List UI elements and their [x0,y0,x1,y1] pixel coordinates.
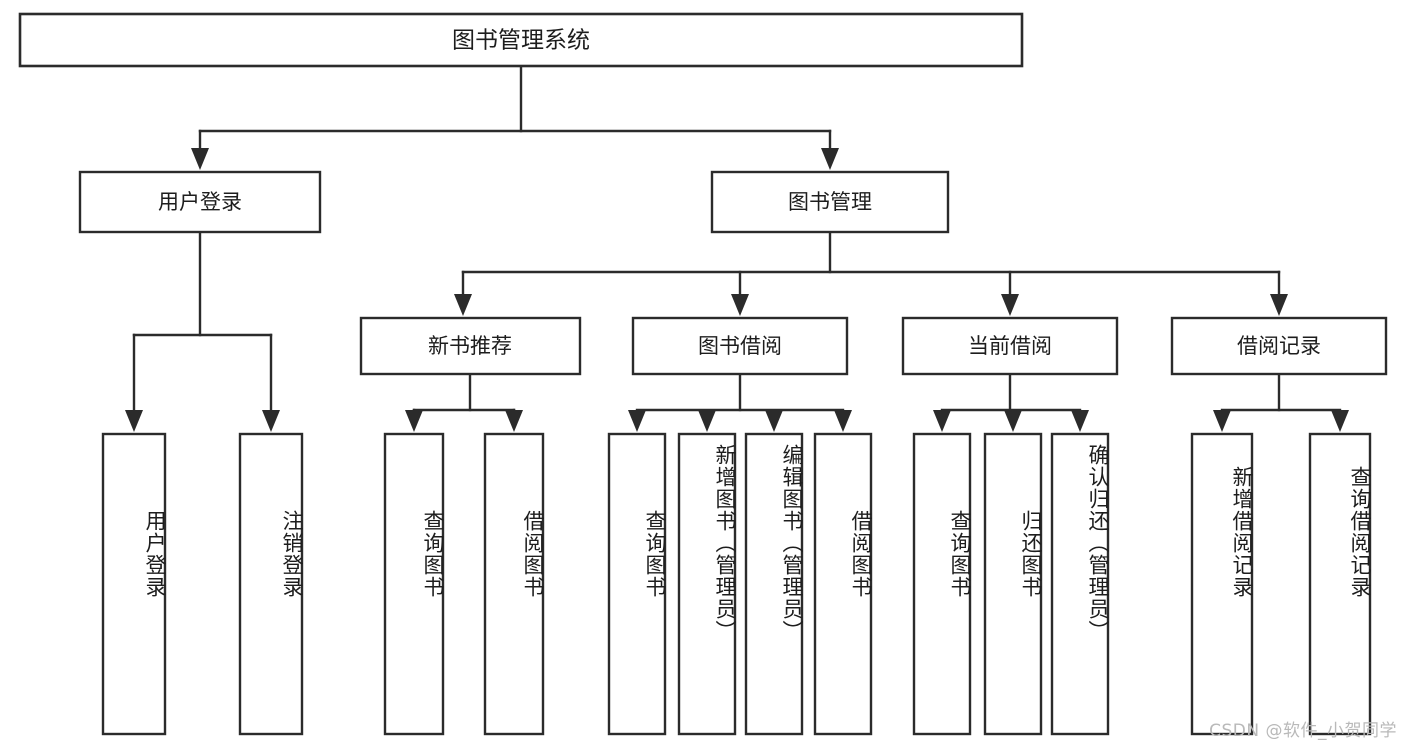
leaf-box-borrow-borrow-book[interactable] [813,432,873,736]
node-box-current-borrow[interactable] [901,316,1119,376]
node-label-book-borrow: 图书借阅 [698,334,782,358]
node-label-new-book-recommend: 新书推荐 [428,334,512,358]
arrowhead-current-return-book [1004,410,1022,432]
leaf-box-borrow-add-book[interactable] [677,432,737,736]
arrowhead-borrow-borrow-book [834,410,852,432]
node-label-user-login: 用户登录 [158,190,242,214]
arrowhead-leaf-user-logout [262,410,280,432]
leaf-box-user-login[interactable] [101,432,167,736]
leaf-box-user-logout[interactable] [238,432,304,736]
arrowhead-leaf-user-login [125,410,143,432]
node-label-book-management: 图书管理 [788,190,872,214]
node-label-root: 图书管理系统 [452,28,590,54]
node-group: 图书管理系统 用户登录 图书管理 新书推荐 图书借阅 当前借阅 借阅记录 [18,12,1388,736]
leaf-box-borrow-edit-book[interactable] [744,432,804,736]
leaf-box-record-add[interactable] [1190,432,1254,736]
arrowhead-record-query [1331,410,1349,432]
arrowhead-record-add [1213,410,1231,432]
leaf-box-borrow-query-book[interactable] [607,432,667,736]
leaf-box-record-query[interactable] [1308,432,1372,736]
arrowhead-new-book-rec [454,294,472,316]
arrowhead-borrow-query-book [628,410,646,432]
node-box-root[interactable] [18,12,1024,68]
arrowhead-borrow-edit-book [765,410,783,432]
arrowhead-borrow-add-book [698,410,716,432]
edge-group [125,64,1349,432]
arrowhead-current-confirm-return [1071,410,1089,432]
node-box-book-management[interactable] [710,170,950,234]
csdn-watermark: CSDN @软件_小贺同学 [1209,721,1397,741]
node-box-borrow-record[interactable] [1170,316,1388,376]
node-box-user-login[interactable] [78,170,322,234]
leaf-box-rec-borrow-book[interactable] [483,432,545,736]
leaf-box-current-return-book[interactable] [983,432,1043,736]
arrowhead-current-borrow [1001,294,1019,316]
node-box-new-book-recommend[interactable] [359,316,582,376]
leaf-box-rec-query-book[interactable] [383,432,445,736]
node-box-book-borrow[interactable] [631,316,849,376]
arrowhead-rec-borrow-book [505,410,523,432]
leaf-box-current-confirm-return[interactable] [1050,432,1110,736]
arrowhead-user-login [191,148,209,170]
node-label-current-borrow: 当前借阅 [968,334,1052,358]
arrowhead-current-query-book [933,410,951,432]
arrowhead-rec-query-book [405,410,423,432]
node-label-borrow-record: 借阅记录 [1237,334,1321,358]
arrowhead-book-borrow [731,294,749,316]
arrowhead-book-manage [821,148,839,170]
arrowhead-borrow-record [1270,294,1288,316]
leaf-box-current-query-book[interactable] [912,432,972,736]
